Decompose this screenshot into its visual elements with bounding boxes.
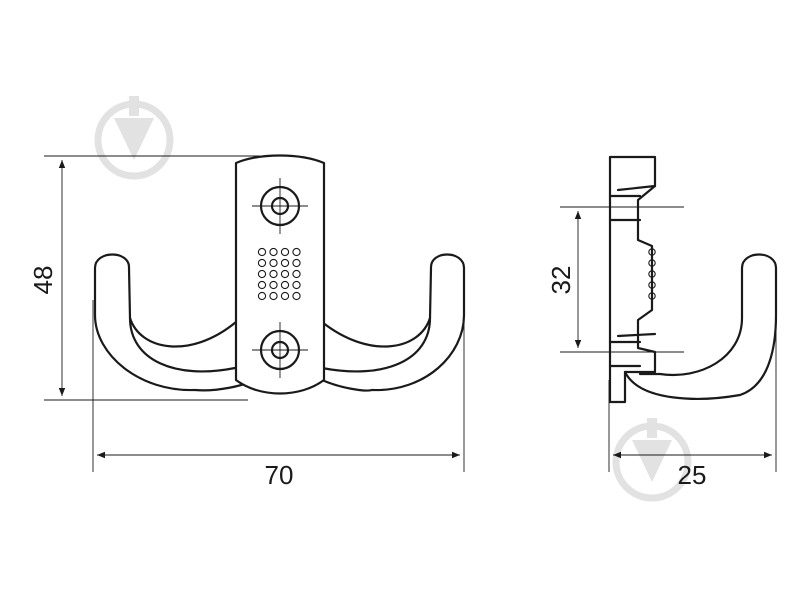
pattern-dot — [280, 258, 290, 268]
screw-hole-lower — [252, 322, 308, 378]
pattern-dot — [292, 247, 301, 257]
side-pattern-dot — [648, 292, 656, 300]
pattern-dot — [292, 291, 301, 301]
dimension-height: 48 — [28, 155, 260, 401]
side-plate — [608, 155, 657, 404]
hook-arms-right — [320, 253, 466, 392]
pattern-dot — [257, 258, 267, 268]
side-pattern-dot — [648, 259, 656, 267]
hole-spacing-label: 32 — [546, 266, 576, 295]
pattern-dot — [257, 291, 267, 301]
pattern-dot — [269, 247, 278, 257]
dimension-depth: 25 — [608, 300, 777, 490]
height-label: 48 — [28, 266, 58, 295]
side-dot-pattern — [648, 248, 656, 300]
pattern-dot — [269, 291, 278, 301]
pattern-dot — [292, 269, 301, 279]
front-view — [93, 154, 466, 395]
pattern-dot — [292, 280, 301, 290]
depth-label: 25 — [678, 460, 707, 490]
pattern-dot — [269, 280, 278, 290]
side-hook-arm — [623, 253, 778, 400]
side-pattern-dot — [648, 248, 656, 256]
dimension-width: 70 — [92, 300, 465, 490]
pattern-dot — [269, 269, 278, 279]
pattern-dot — [269, 258, 278, 268]
watermark-icon-top — [94, 96, 174, 180]
pattern-dot — [257, 247, 267, 257]
screw-hole-upper — [252, 178, 308, 234]
side-pattern-dot — [648, 281, 656, 289]
pattern-dot — [280, 247, 290, 257]
width-label: 70 — [265, 460, 294, 490]
pattern-dot — [292, 258, 301, 268]
side-pattern-dot — [648, 270, 656, 278]
pattern-dot — [257, 280, 267, 290]
back-plate — [234, 154, 326, 395]
watermark-icon-bottom — [612, 418, 692, 502]
pattern-dot — [280, 280, 290, 290]
pattern-dot — [280, 269, 290, 279]
hook-arms-outer — [93, 253, 252, 392]
pattern-dot — [257, 269, 267, 279]
pattern-dot — [280, 291, 290, 301]
dimension-hole-spacing: 32 — [546, 206, 684, 353]
dot-pattern — [257, 247, 301, 301]
side-view — [608, 155, 778, 404]
